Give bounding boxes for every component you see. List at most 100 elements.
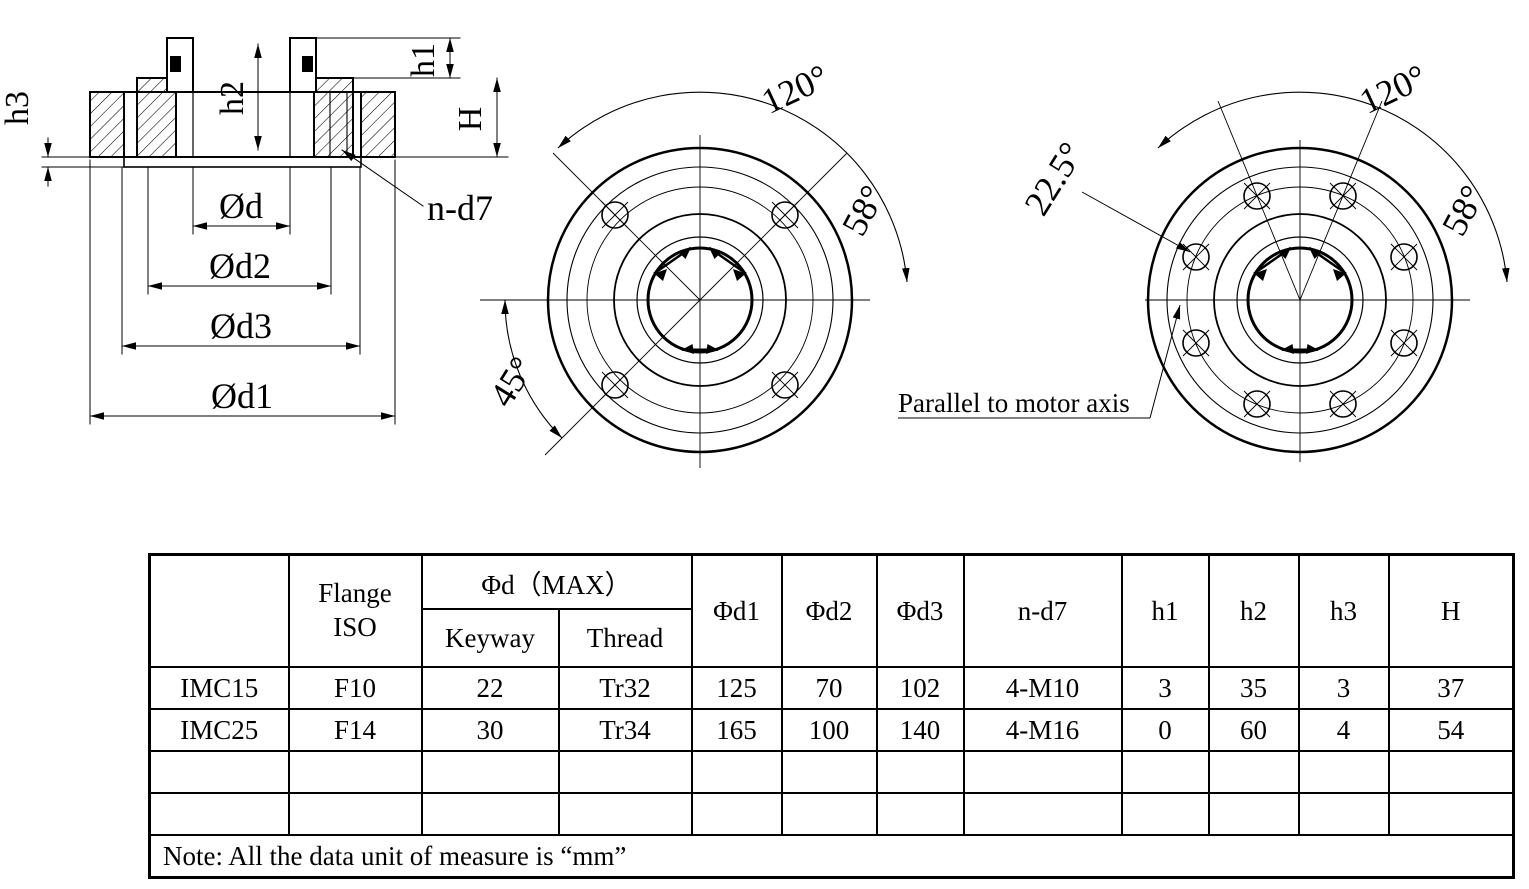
bolt-hole: [1182, 329, 1210, 357]
cell-h3: 3: [1297, 666, 1390, 710]
front-view-8hole: 120° 58° 22.5° Parallel to motor axis: [898, 57, 1510, 462]
col-header-h3: h3: [1297, 553, 1390, 668]
bolt-hole: [1390, 329, 1418, 357]
dim-h1: h1: [315, 37, 461, 79]
col-header-flange-iso: Flange ISO: [287, 553, 423, 668]
col-header-phid3: Φd3: [875, 553, 965, 668]
cell-flange-iso: F10: [287, 666, 423, 710]
cell-thread: Tr34: [557, 708, 693, 752]
cell-flange-iso: F14: [287, 708, 423, 752]
label-nd7: n-d7: [427, 188, 493, 228]
cell-empty: [557, 750, 693, 794]
cell-H: 37: [1387, 666, 1515, 710]
label-H: H: [452, 107, 489, 132]
dim-h2: h2: [214, 43, 262, 151]
label-od: Ød: [219, 186, 263, 226]
col-header-phid1: Φd1: [690, 553, 783, 668]
label-angle-58: 58°: [1434, 179, 1493, 242]
col-header-phid-max: Φd（MAX）: [420, 553, 693, 610]
table-row-empty: [148, 792, 1515, 836]
cell-empty: [780, 792, 878, 836]
dimension-table: Flange ISO Φd（MAX） Φd1 Φd2 Φd3 n-d7 h1 h…: [148, 553, 1515, 879]
table-note: Note: All the data unit of measure is “m…: [148, 834, 1515, 879]
cell-empty: [962, 792, 1123, 836]
cell-keyway: 22: [420, 666, 560, 710]
cell-empty: [690, 792, 783, 836]
bolt-hole: [1329, 390, 1357, 418]
dim-H: H: [394, 77, 509, 158]
label-angle-120: 120°: [1353, 57, 1432, 122]
table-row-empty: [148, 750, 1515, 794]
cell-empty: [1387, 792, 1515, 836]
label-angle-58: 58°: [834, 179, 893, 242]
cell-empty: [557, 792, 693, 836]
cell-empty: [1387, 750, 1515, 794]
parallel-note: Parallel to motor axis: [898, 304, 1181, 419]
cell-h3: 4: [1297, 708, 1390, 752]
cell-phid3: 140: [875, 708, 965, 752]
cell-empty: [1120, 792, 1210, 836]
leader-nd7: n-d7: [341, 149, 493, 228]
cell-empty: [420, 792, 560, 836]
col-header-h1: h1: [1120, 553, 1210, 668]
spigot: [123, 156, 362, 168]
label-od1: Ød1: [211, 376, 273, 416]
bolt-hole: [771, 371, 799, 399]
cell-phid1: 125: [690, 666, 783, 710]
cell-empty: [875, 792, 965, 836]
seal-left: [170, 56, 181, 72]
bolt-hole: [1390, 243, 1418, 271]
plate-right-section: [360, 91, 396, 158]
cell-model: IMC25: [148, 708, 290, 752]
table-row-note: Note: All the data unit of measure is “m…: [148, 834, 1515, 879]
cell-empty: [1120, 750, 1210, 794]
col-header-flange-line2: ISO: [333, 612, 377, 642]
bolt-hole: [1243, 390, 1271, 418]
dim-od: Ød: [192, 167, 291, 235]
col-header-phid2: Φd2: [780, 553, 878, 668]
label-parallel: Parallel to motor axis: [898, 388, 1130, 418]
cell-nd7: 4-M10: [962, 666, 1123, 710]
cell-empty: [1207, 792, 1300, 836]
cell-empty: [148, 792, 290, 836]
cell-empty: [1297, 750, 1390, 794]
cell-nd7: 4-M16: [962, 708, 1123, 752]
label-angle-45: 45°: [482, 350, 543, 414]
cell-empty: [1297, 792, 1390, 836]
drawing-views: h3 h1 H h2 Ød: [0, 37, 1510, 468]
dim-od1: Ød1: [89, 159, 396, 425]
label-h3: h3: [0, 91, 36, 125]
cell-keyway: 30: [420, 708, 560, 752]
cell-model: IMC15: [148, 666, 290, 710]
table-row-imc25: IMC25 F14 30 Tr34 165 100 140 4-M16 0 60…: [148, 708, 1515, 752]
col-header-flange-line1: Flange: [318, 578, 392, 609]
label-angle-120: 120°: [755, 57, 834, 122]
col-header-h2: h2: [1207, 553, 1300, 668]
cell-empty: [287, 792, 423, 836]
cell-empty: [420, 750, 560, 794]
dim-od2: Ød2: [147, 167, 332, 295]
bolt-hole: [1182, 243, 1210, 271]
dim-h3: h3: [0, 91, 125, 187]
front-view-4hole: 120° 58° 45°: [480, 57, 910, 468]
dim-od3: Ød3: [121, 167, 361, 355]
cell-h2: 35: [1207, 666, 1300, 710]
seal-right: [302, 56, 313, 72]
dimension-table-wrap: Flange ISO Φd（MAX） Φd1 Φd2 Φd3 n-d7 h1 h…: [148, 553, 1515, 879]
cell-H: 54: [1387, 708, 1515, 752]
label-h1: h1: [405, 43, 442, 77]
label-angle-22-5: 22.5°: [1016, 135, 1091, 222]
table-row-imc15: IMC15 F10 22 Tr32 125 70 102 4-M10 3 35 …: [148, 666, 1515, 710]
label-od3: Ød3: [210, 306, 272, 346]
cell-empty: [1207, 750, 1300, 794]
section-view: h3 h1 H h2 Ød: [0, 37, 509, 425]
cell-empty: [780, 750, 878, 794]
cell-h1: 0: [1120, 708, 1210, 752]
cell-thread: Tr32: [557, 666, 693, 710]
col-header-nd7: n-d7: [962, 553, 1123, 668]
cell-empty: [962, 750, 1123, 794]
cell-phid2: 100: [780, 708, 878, 752]
label-h2: h2: [214, 81, 251, 115]
cell-empty: [875, 750, 965, 794]
